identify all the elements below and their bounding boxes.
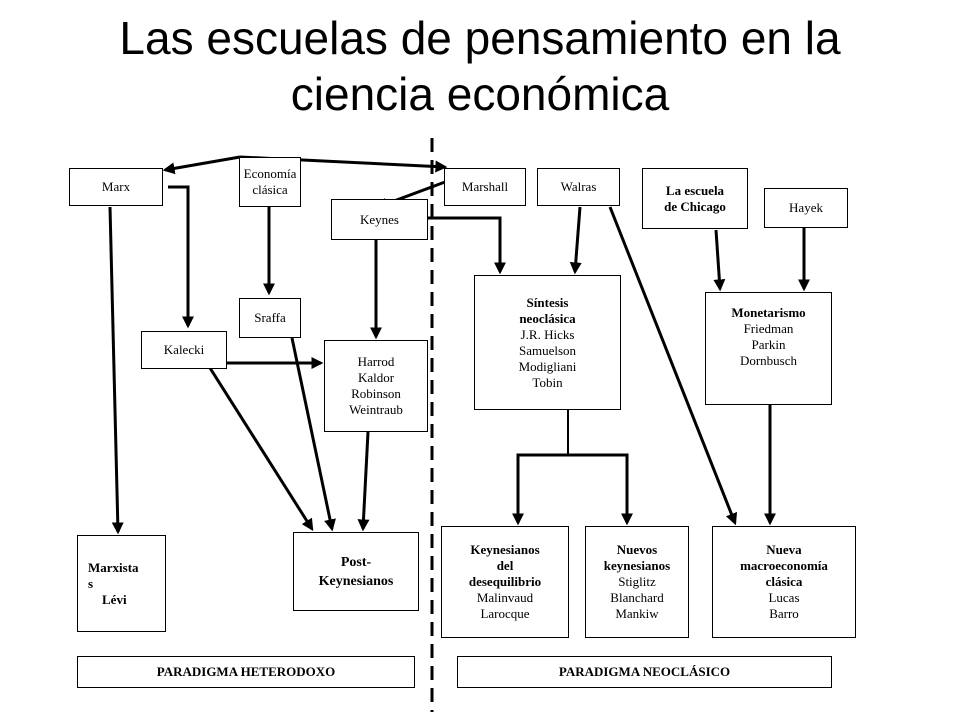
- node-keynes-label: Keynes: [360, 211, 399, 227]
- node-nm-line-5: Barro: [769, 606, 799, 621]
- edge-economia-marx: [162, 155, 241, 175]
- node-marxistas-line-2: s: [88, 575, 94, 591]
- node-economia-clasica-line-1: Economía: [243, 166, 297, 181]
- node-post-keynesianos-line-2: Keynesianos: [318, 573, 394, 589]
- node-marxistas-line-1: Marxista: [88, 559, 139, 575]
- node-marx-label: Marx: [101, 179, 131, 194]
- node-harrod-line-3: Robinson: [351, 386, 401, 401]
- node-nm-line-3: clásica: [765, 574, 803, 589]
- edge-chicago-monetarismo: [713, 229, 726, 292]
- node-keynesianos-desequilibrio[interactable]: Keynesianos del desequilibrio Malinvaud …: [441, 526, 569, 638]
- node-nk-line-3: Stiglitz: [618, 574, 656, 589]
- node-sintesis-line-6: Tobin: [532, 374, 563, 390]
- node-chicago[interactable]: La escuela de Chicago: [642, 168, 748, 229]
- node-keynes[interactable]: Keynes: [331, 199, 428, 240]
- paradigm-neoclasico: PARADIGMA NEOCLÁSICO: [457, 656, 832, 688]
- node-kd-line-2: del: [496, 558, 514, 573]
- node-monetarismo-line-4: Dornbusch: [739, 353, 798, 368]
- node-harrod-group[interactable]: Harrod Kaldor Robinson Weintraub: [324, 340, 428, 432]
- edge-walras-nuevamacro: [608, 206, 738, 526]
- node-sintesis-line-3: J.R. Hicks: [520, 326, 575, 342]
- edge-kalecki-post: [208, 367, 314, 532]
- node-nm-line-1: Nueva: [766, 542, 802, 557]
- node-nm-line-4: Lucas: [768, 590, 800, 605]
- node-nueva-macro[interactable]: Nueva macroeconomía clásica Lucas Barro: [712, 526, 856, 638]
- node-kalecki[interactable]: Kalecki: [141, 331, 227, 369]
- node-monetarismo[interactable]: Monetarismo Friedman Parkin Dornbusch: [705, 292, 832, 405]
- node-sintesis[interactable]: Síntesis neoclásica J.R. Hicks Samuelson…: [474, 275, 621, 410]
- node-post-keynesianos-line-1: Post-: [340, 554, 372, 570]
- title-line-1: Las escuelas de pensamiento en la: [119, 12, 841, 64]
- node-sintesis-line-5: Modigliani: [518, 358, 577, 374]
- node-sraffa[interactable]: Sraffa: [239, 298, 301, 338]
- node-marxistas[interactable]: Marxista s Lévi: [77, 535, 166, 632]
- node-hayek-label: Hayek: [789, 200, 823, 215]
- node-kd-line-3: desequilibrio: [468, 574, 542, 589]
- node-kd-line-4: Malinvaud: [476, 590, 534, 605]
- node-harrod-line-1: Harrod: [357, 354, 395, 369]
- node-economia-clasica-line-2: clásica: [252, 182, 288, 197]
- paradigm-heterodoxo-label: PARADIGMA HETERODOXO: [156, 664, 336, 679]
- node-walras-label: Walras: [560, 179, 597, 194]
- edge-sintesis-split: [512, 453, 633, 526]
- title-line-2: ciencia económica: [290, 68, 670, 120]
- edge-sraffa-post: [290, 337, 336, 532]
- node-chicago-line-1: La escuela: [665, 182, 725, 198]
- node-nk-line-4: Blanchard: [610, 590, 664, 605]
- paradigm-heterodoxo: PARADIGMA HETERODOXO: [77, 656, 415, 688]
- edge-keynes-sintesis: [428, 216, 506, 275]
- edge-harrod-post: [357, 431, 370, 532]
- node-nk-line-2: keynesianos: [603, 558, 671, 573]
- node-sraffa-label: Sraffa: [254, 310, 286, 325]
- node-harrod-line-2: Kaldor: [357, 370, 395, 385]
- node-sintesis-line-2: neoclásica: [519, 310, 576, 326]
- edge-marx-kalecki: [168, 185, 194, 329]
- node-harrod-line-4: Weintraub: [349, 402, 403, 417]
- node-sintesis-line-4: Samuelson: [518, 342, 577, 358]
- node-nk-line-5: Mankiw: [615, 606, 659, 621]
- node-kalecki-label: Kalecki: [163, 342, 205, 357]
- node-kd-line-5: Larocque: [480, 606, 530, 621]
- node-marxistas-line-3: Lévi: [102, 591, 127, 607]
- node-monetarismo-line-1: Monetarismo: [731, 305, 806, 320]
- node-marshall-label: Marshall: [461, 179, 509, 194]
- node-post-keynesianos[interactable]: Post- Keynesianos: [293, 532, 419, 611]
- node-sintesis-line-1: Síntesis: [526, 294, 569, 310]
- node-walras[interactable]: Walras: [537, 168, 620, 206]
- node-nm-line-2: macroeconomía: [740, 558, 828, 573]
- edge-walras-sintesis: [569, 206, 582, 275]
- page-title: Las escuelas de pensamiento en la cienci…: [0, 10, 960, 122]
- paradigm-neoclasico-label: PARADIGMA NEOCLÁSICO: [558, 664, 731, 679]
- node-monetarismo-line-3: Parkin: [751, 337, 786, 352]
- node-nk-line-1: Nuevos: [616, 542, 658, 557]
- node-kd-line-1: Keynesianos: [470, 542, 540, 557]
- node-nuevos-keynesianos[interactable]: Nuevos keynesianos Stiglitz Blanchard Ma…: [585, 526, 689, 638]
- node-economia-clasica[interactable]: Economía clásica: [239, 157, 301, 207]
- edge-marx-marxistas: [108, 206, 124, 535]
- node-marshall[interactable]: Marshall: [444, 168, 526, 206]
- node-marx[interactable]: Marx: [69, 168, 163, 206]
- node-hayek[interactable]: Hayek: [764, 188, 848, 228]
- node-chicago-line-2: de Chicago: [664, 198, 726, 214]
- node-monetarismo-line-2: Friedman: [743, 321, 794, 336]
